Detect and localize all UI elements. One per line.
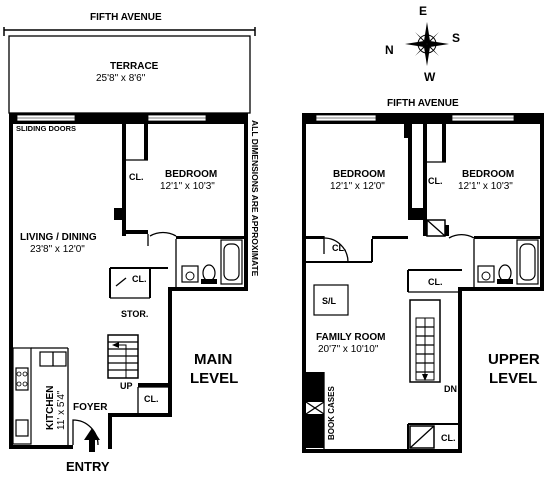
main-foyer-closet-label: CL.: [144, 394, 159, 404]
living-dining-dims: 23'8" x 12'0": [30, 244, 85, 255]
compass-rose: [405, 22, 449, 66]
main-bedroom-name: BEDROOM: [165, 169, 217, 180]
upper-right-bedroom-closet-label: CL.: [428, 176, 443, 186]
upper-bathroom: [473, 239, 539, 287]
main-hall-closet: [109, 267, 168, 299]
compass-south-label: S: [452, 31, 460, 45]
family-room-name: FAMILY ROOM: [316, 332, 385, 343]
dimensions-note: ALL DIMENSIONS ARE APPROXIMATE: [250, 120, 260, 277]
upper-stairs: [409, 299, 441, 383]
upper-left-bedroom-walls: [306, 124, 412, 263]
main-top-wall: [9, 113, 248, 124]
kitchen: [12, 347, 69, 445]
sliding-doors-label: SLIDING DOORS: [16, 124, 76, 133]
main-level-title-1: MAIN: [194, 351, 232, 368]
upper-street-label: FIFTH AVENUE: [387, 98, 459, 109]
living-dining-name: LIVING / DINING: [20, 232, 97, 243]
upper-bottom-closet-label: CL.: [441, 433, 456, 443]
storage-label: STOR.: [121, 309, 148, 319]
main-bedroom-closet-label: CL.: [129, 172, 144, 182]
upper-left-bedroom-closet-label: CL.: [332, 243, 347, 253]
main-bathroom: [175, 239, 243, 287]
skylight: [313, 284, 349, 316]
upper-exterior-walls: [302, 113, 544, 453]
compass-west-label: W: [424, 70, 436, 84]
upper-bath-closet: [407, 269, 462, 293]
main-foyer-closet: [137, 386, 168, 413]
stairs-up-label: UP: [120, 381, 133, 391]
main-stairs: [107, 334, 139, 379]
stairs-down-label: DN: [444, 384, 457, 394]
foyer-label: FOYER: [73, 402, 108, 413]
main-exterior-walls: [9, 113, 248, 449]
upper-level-title-1: UPPER: [488, 351, 540, 368]
upper-bath-closet-label: CL.: [428, 277, 443, 287]
main-level-title-2: LEVEL: [190, 370, 238, 387]
kitchen-dims: 11' x 5'4": [56, 390, 67, 430]
upper-bottom-closet: [407, 423, 458, 449]
upper-top-wall: [302, 113, 544, 124]
entry-arrow: [84, 428, 100, 452]
book-cases: [305, 372, 325, 449]
upper-level-title-2: LEVEL: [489, 370, 537, 387]
main-street-label: FIFTH AVENUE: [90, 12, 162, 23]
main-hall-closet-label: CL.: [132, 274, 147, 284]
upper-right-bedroom-dims: 12'1" x 10'3": [458, 181, 513, 192]
entry-door: [72, 419, 99, 446]
family-room-dims: 20'7" x 10'10": [318, 344, 379, 355]
upper-right-bedroom-walls: [408, 124, 540, 239]
compass-north-label: N: [385, 43, 394, 57]
skylight-label: S/L: [322, 296, 337, 306]
upper-left-bedroom-dims: 12'1" x 12'0": [330, 181, 385, 192]
terrace-dims: 25'8" x 8'6": [96, 73, 146, 84]
upper-right-bedroom-name: BEDROOM: [462, 169, 514, 180]
upper-left-bedroom-name: BEDROOM: [333, 169, 385, 180]
main-bedroom-walls: [114, 124, 244, 246]
compass-east-label: E: [419, 4, 427, 18]
entry-label: ENTRY: [66, 459, 110, 474]
book-cases-label: BOOK CASES: [327, 386, 336, 440]
terrace-name: TERRACE: [110, 61, 159, 72]
main-bedroom-dims: 12'1" x 10'3": [160, 181, 215, 192]
kitchen-name: KITCHEN: [45, 386, 56, 430]
